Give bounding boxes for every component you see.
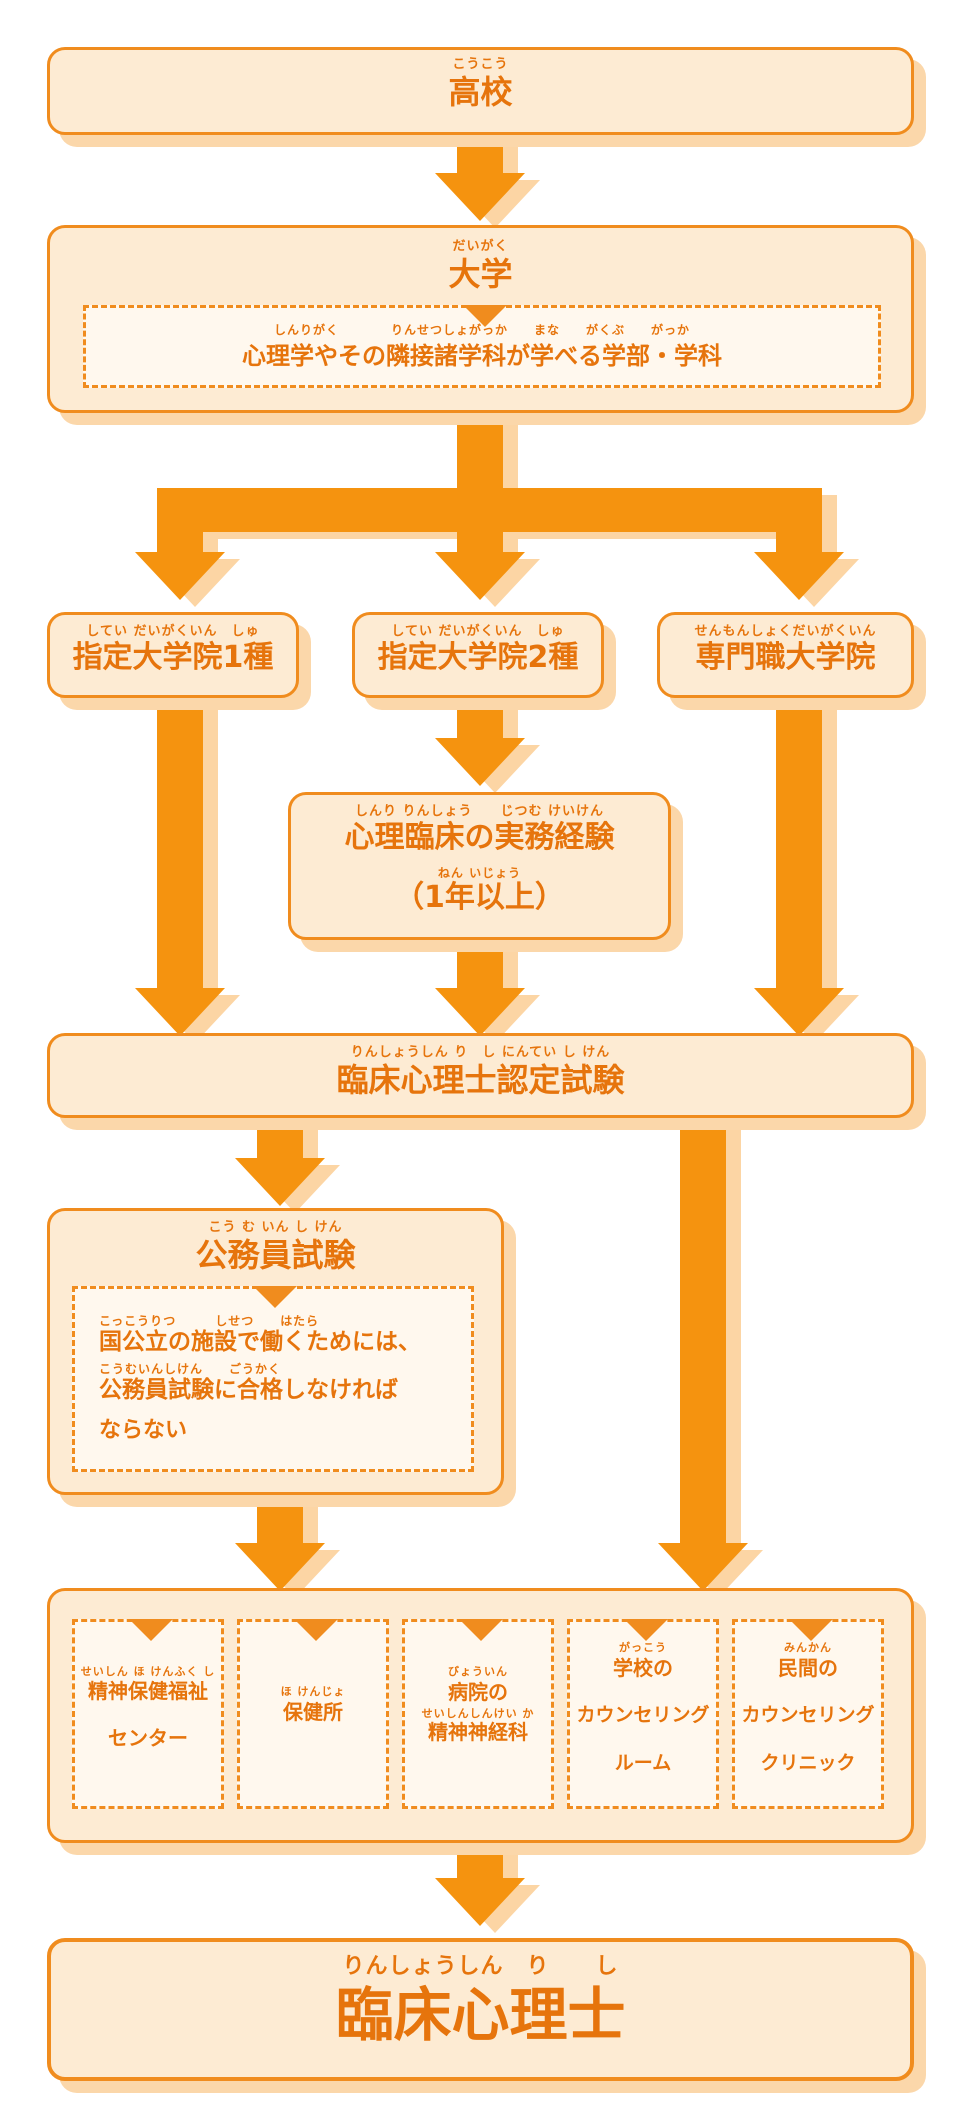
- workplace-3-line1: 学校の: [613, 1656, 673, 1680]
- pointer-icon: [624, 1619, 668, 1641]
- exam-box: りんしょうしん り し にんてい し けん 臨床心理士認定試験: [47, 1033, 914, 1118]
- workplace-2: びょういん 病院の せいしんしんけい か 精神神経科: [402, 1619, 554, 1809]
- arrow-grad3-exam: [754, 988, 844, 1036]
- experience-sub: （1年以上）: [394, 880, 565, 915]
- workplace-1: ほ けんじょ 保健所: [237, 1619, 389, 1809]
- workplace-1-furigana: ほ けんじょ: [280, 1685, 346, 1698]
- grad2-box: してい だいがくいん しゅ 指定大学院2種: [352, 612, 604, 698]
- exam-furigana: りんしょうしん り し にんてい し けん: [350, 1045, 611, 1060]
- grad2-title: 指定大学院2種: [377, 640, 579, 675]
- arrow-down-1: [435, 173, 525, 221]
- arrow-grad1-exam: [135, 988, 225, 1036]
- highschool-title: 高校: [448, 73, 513, 111]
- workplace-4-line3: クリニック: [760, 1752, 856, 1774]
- university-title: 大学: [448, 255, 513, 293]
- workplaces-box: せいしん ほ けんふく し 精神保健福祉 センター ほ けんじょ 保健所 びょう…: [47, 1588, 914, 1843]
- civil-title: 公務員試験: [195, 1236, 356, 1274]
- civil-note: こっこうりつ しせつ はたら 国公立の施設で働くためには、 こうむいんしけん ご…: [99, 1313, 455, 1445]
- grad3-box: せんもんしょくだいがくいん 専門職大学院: [657, 612, 914, 698]
- university-sub-text: 心理学やその隣接諸学科が学べる学部・学科: [242, 342, 722, 370]
- workplace-0-line1: 精神保健福祉: [88, 1679, 208, 1703]
- workplace-0-line2: センター: [108, 1726, 188, 1750]
- civil-exam-box: こう む いん し けん 公務員試験 こっこうりつ しせつ はたら 国公立の施設…: [47, 1208, 504, 1495]
- experience-box: しんり りんしょう じつむ けいけん 心理臨床の実務経験 ねん いじょう （1年…: [288, 792, 671, 940]
- final-title: 臨床心理士: [335, 1981, 626, 2049]
- civil-furigana: こう む いん し けん: [208, 1220, 343, 1235]
- grad2-furigana: してい だいがくいん しゅ: [391, 624, 565, 639]
- pointer-icon: [253, 1286, 297, 1308]
- highschool-furigana: こうこう: [452, 57, 509, 72]
- pointer-icon: [463, 305, 507, 327]
- arrow-down-grad1: [135, 552, 225, 600]
- pointer-icon: [789, 1619, 833, 1641]
- university-subbox: しんりがく りんせつしょがっか まな がくぶ がっか 心理学やその隣接諸学科が学…: [83, 305, 881, 388]
- note-line-3: ならない: [99, 1418, 188, 1444]
- pointer-icon: [294, 1619, 338, 1641]
- final-box: りんしょうしん り し 臨床心理士: [47, 1938, 914, 2081]
- arrow-workplaces-final: [435, 1878, 525, 1926]
- pointer-icon: [459, 1619, 503, 1641]
- arrow-exam-civil: [235, 1158, 325, 1206]
- highschool-box: こうこう 高校: [47, 47, 914, 135]
- university-box: だいがく 大学 しんりがく りんせつしょがっか まな がくぶ がっか 心理学やそ…: [47, 225, 914, 413]
- arrow-experience-exam: [435, 988, 525, 1036]
- experience-sub-furigana: ねん いじょう: [437, 866, 522, 880]
- university-sub-furigana: しんりがく りんせつしょがっか まな がくぶ がっか: [273, 323, 690, 337]
- arrow-down-grad3: [754, 552, 844, 600]
- arrow-exam-workplaces: [658, 1543, 748, 1591]
- arrow-down-grad2: [435, 552, 525, 600]
- workplace-4-furigana: みんかん: [784, 1641, 832, 1654]
- workplace-4-line2: カウンセリング: [741, 1704, 875, 1726]
- civil-note-box: こっこうりつ しせつ はたら 国公立の施設で働くためには、 こうむいんしけん ご…: [72, 1286, 474, 1472]
- arrow-grad2-experience: [435, 738, 525, 786]
- experience-title: 心理臨床の実務経験: [344, 820, 615, 855]
- grad3-furigana: せんもんしょくだいがくいん: [694, 624, 877, 639]
- workplace-2-line1: 病院の: [448, 1680, 508, 1704]
- workplace-2-furigana-2: せいしんしんけい か: [421, 1707, 535, 1720]
- pointer-icon: [129, 1619, 173, 1641]
- workplace-2-line2: 精神神経科: [428, 1720, 528, 1744]
- final-furigana: りんしょうしん り し: [342, 1954, 619, 1979]
- experience-furigana: しんり りんしょう じつむ けいけん: [354, 804, 605, 819]
- note-furigana-1: こっこうりつ しせつ はたら: [99, 1314, 320, 1328]
- note-line-1: 国公立の施設で働くためには、: [99, 1329, 421, 1355]
- exam-title: 臨床心理士認定試験: [336, 1061, 625, 1099]
- workplace-1-line1: 保健所: [283, 1700, 343, 1724]
- workplace-3-furigana: がっこう: [619, 1641, 667, 1654]
- workplace-3: がっこう 学校の カウンセリング ルーム: [567, 1619, 719, 1809]
- workplace-0: せいしん ほ けんふく し 精神保健福祉 センター: [72, 1619, 224, 1809]
- workplace-3-line2: カウンセリング: [576, 1704, 710, 1726]
- workplace-0-furigana: せいしん ほ けんふく し: [80, 1665, 216, 1678]
- grad3-title: 専門職大学院: [695, 640, 876, 675]
- workplace-4-line1: 民間の: [778, 1656, 838, 1680]
- note-furigana-2: こうむいんしけん ごうかく: [99, 1361, 282, 1376]
- workplace-3-line3: ルーム: [614, 1752, 672, 1774]
- note-line-2: 公務員試験に合格しなければ: [99, 1376, 398, 1403]
- grad1-furigana: してい だいがくいん しゅ: [86, 624, 260, 639]
- university-furigana: だいがく: [452, 239, 509, 254]
- grad1-title: 指定大学院1種: [72, 640, 274, 675]
- workplace-2-furigana-1: びょういん: [448, 1665, 508, 1678]
- workplace-4: みんかん 民間の カウンセリング クリニック: [732, 1619, 884, 1809]
- grad1-box: してい だいがくいん しゅ 指定大学院1種: [47, 612, 299, 698]
- arrow-civil-workplaces: [235, 1543, 325, 1591]
